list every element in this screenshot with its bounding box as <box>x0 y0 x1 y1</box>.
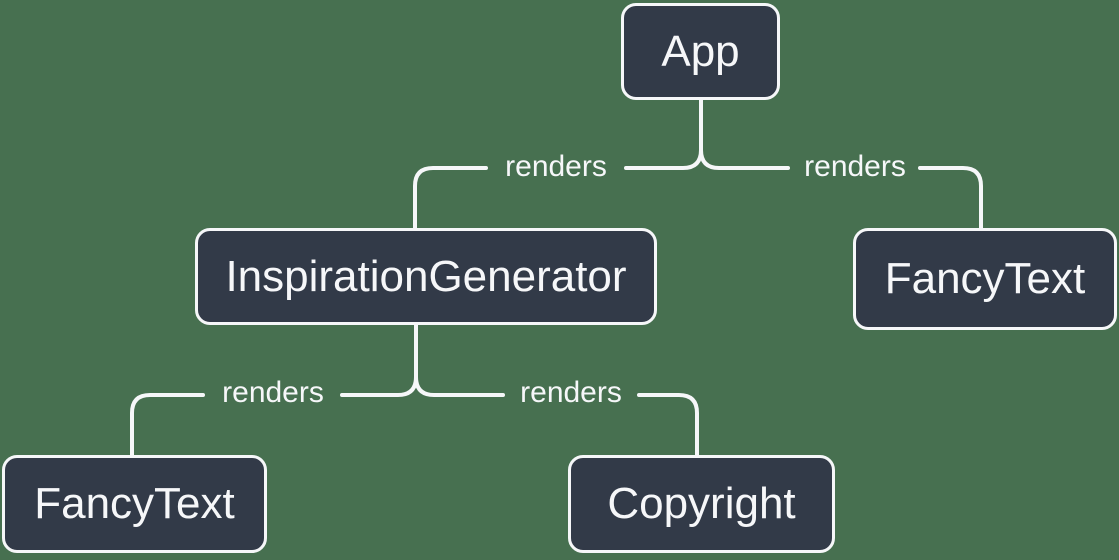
node-app-label: App <box>661 26 740 76</box>
edge-into-copyright <box>637 393 699 457</box>
node-app: App <box>621 3 780 100</box>
edge-into-inspiration-generator <box>413 166 488 230</box>
edge-app-to-inspiration-left-arm <box>624 98 703 170</box>
node-copyright-label: Copyright <box>607 479 796 528</box>
edge-label-app-inspiration: renders <box>505 150 607 183</box>
node-fancy-text-left-label: FancyText <box>34 479 235 528</box>
edge-into-fancytext-right <box>918 166 983 230</box>
node-fancy-text-right: FancyText <box>853 228 1117 330</box>
node-inspiration-generator-label: InspirationGenerator <box>225 251 627 301</box>
edge-label-inspiration-copyright: renders <box>520 376 622 409</box>
node-fancy-text-left: FancyText <box>2 455 267 553</box>
node-copyright: Copyright <box>568 455 835 553</box>
edge-label-app-fancytext: renders <box>804 150 906 183</box>
edge-app-to-fancytext-right-arm <box>699 98 790 170</box>
node-fancy-text-right-label: FancyText <box>884 254 1086 303</box>
edge-inspiration-to-fancytext-left-arm <box>340 323 418 397</box>
edge-inspiration-to-copyright-right-arm <box>414 323 505 397</box>
node-inspiration-generator: InspirationGenerator <box>195 228 657 325</box>
edge-label-inspiration-fancytext: renders <box>222 376 324 409</box>
edge-into-fancytext-left <box>130 393 205 457</box>
